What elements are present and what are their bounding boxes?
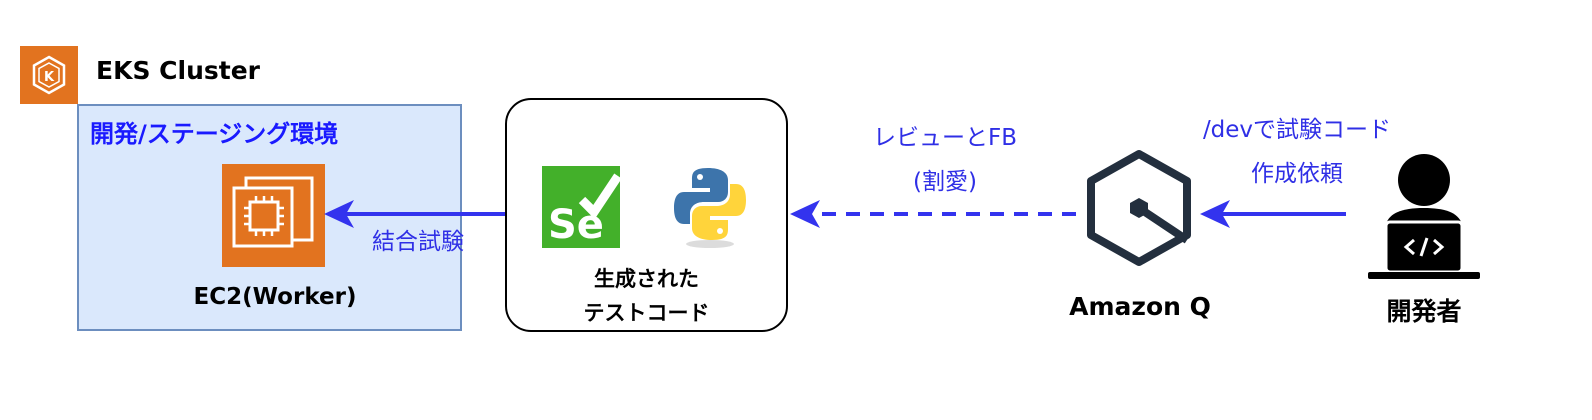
environment-label: 開発/ステージング環境 xyxy=(90,120,339,148)
integration-test-label: 結合試験 xyxy=(372,229,464,255)
developer-label: 開発者 xyxy=(1386,297,1462,326)
developer-laptop-icon xyxy=(1364,150,1484,280)
eks-cluster-label: EKS Cluster xyxy=(96,56,260,85)
ec2-label: EC2(Worker) xyxy=(193,284,357,310)
generated-label-line1: 生成された xyxy=(594,267,699,291)
review-feedback-label: レビューとFB xyxy=(872,125,1017,151)
review-skipped-label: (割愛) xyxy=(913,169,977,195)
arrow-review-feedback xyxy=(790,200,1076,228)
svg-text:K: K xyxy=(44,70,55,85)
eks-cluster-icon: K xyxy=(20,46,78,104)
svg-text:Se: Se xyxy=(548,202,604,248)
arrow-dev-request xyxy=(1200,200,1346,228)
arrow-integration-test xyxy=(324,200,505,228)
selenium-logo-icon: Se xyxy=(542,166,622,248)
generated-test-code-label: 生成された テストコード xyxy=(505,262,788,330)
dev-request-label-line1: /devで試験コード xyxy=(1202,117,1392,143)
ec2-instance-icon xyxy=(222,164,325,267)
python-logo-icon xyxy=(670,164,748,250)
generated-label-line2: テストコード xyxy=(583,301,710,325)
amazon-q-label: Amazon Q xyxy=(1069,292,1211,321)
dev-request-label-line2: 作成依頼 xyxy=(1251,161,1343,187)
amazon-q-icon xyxy=(1079,148,1199,268)
